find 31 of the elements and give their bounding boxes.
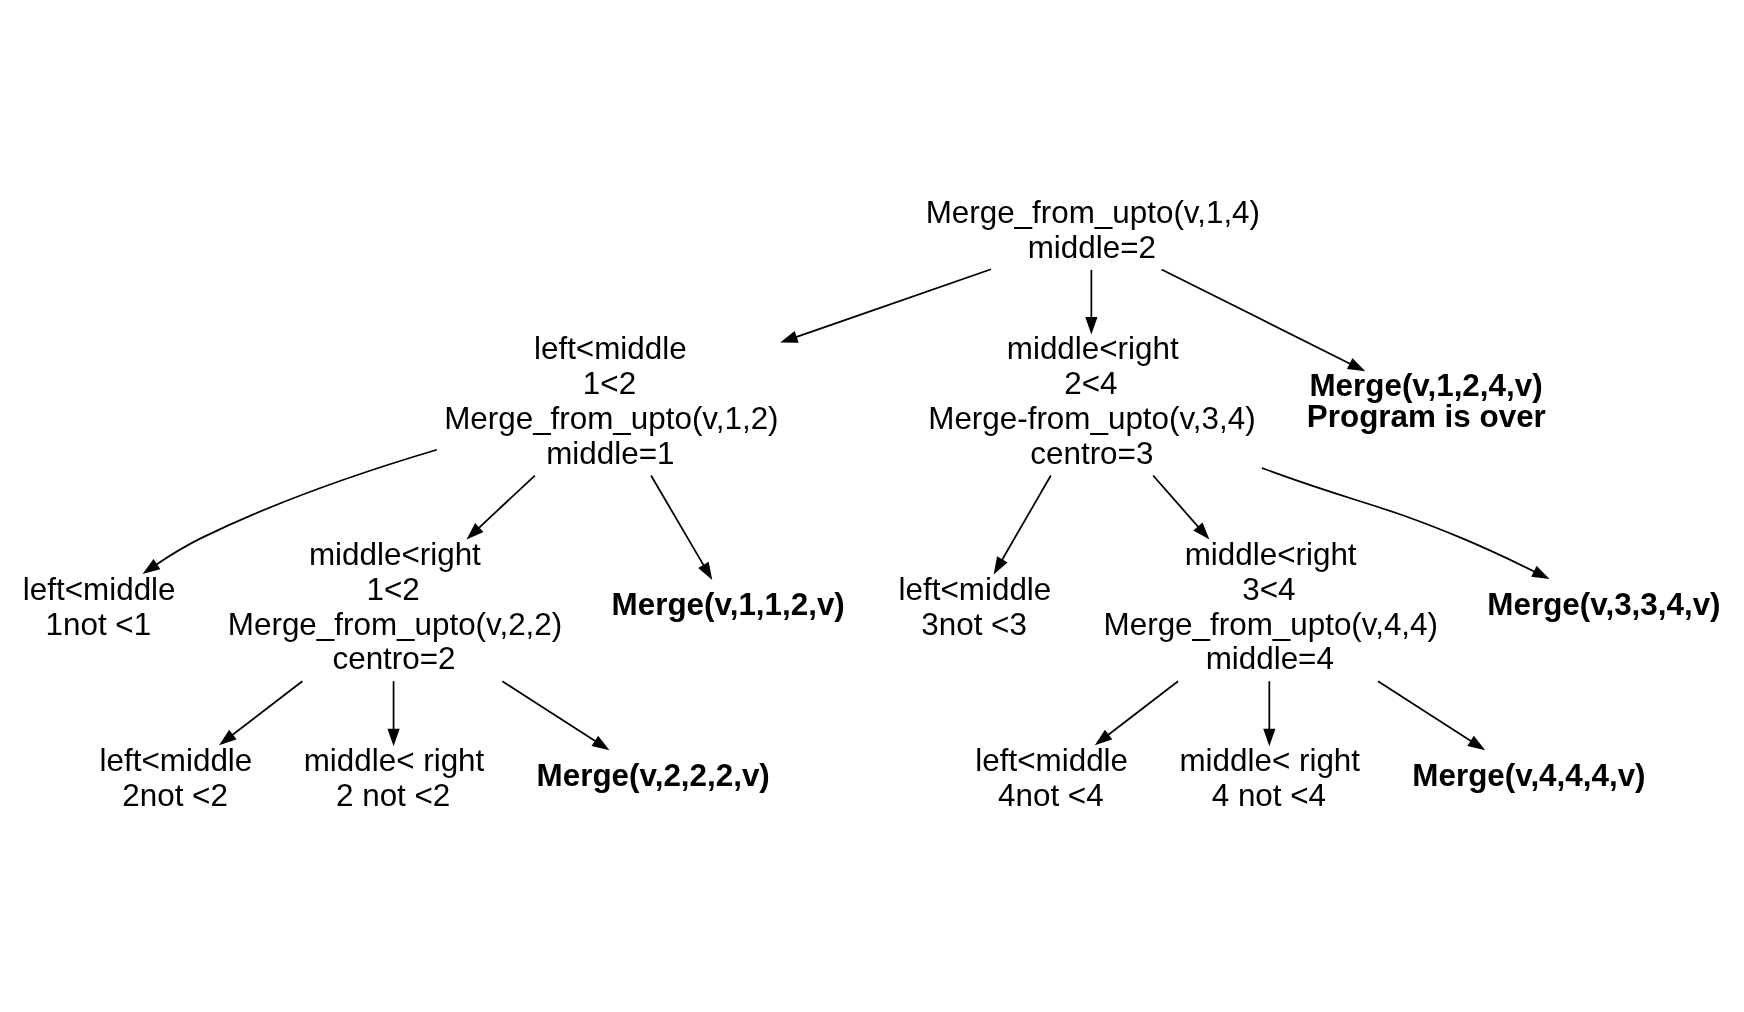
node-text: left<middle 1<2 Merge_from_upto(v,1,2) middle=1 [444,330,779,471]
node-text: middle< right 4 not <4 [1179,742,1361,813]
arrow [1263,679,1276,746]
arrow [501,679,610,750]
arrow [1152,474,1210,540]
node-text: Merge(v,1,2,4,v) Program is over [1306,367,1546,434]
node-text: middle<right 2<4 Merge-from_upto(v,3,4) centro=3 [928,330,1256,471]
node-text: left<middle 4not <4 [975,742,1129,813]
node-text: middle<right 1<2 Merge_from_upto(v,2,2) centro=2 [227,536,563,676]
node-text: left<middle 1not <1 [22,571,176,642]
arrow [650,474,713,580]
node-text: Merge(v,2,2,2,v) [536,757,770,793]
arrow [1085,268,1098,334]
node-text: middle<right 3<4 Merge_from_upto(v,4,4) middle=4 [1103,536,1438,676]
node-text: Merge_from_upto(v,1,4) middle=2 [925,194,1261,265]
arrow [387,679,400,746]
node-text: Merge(v,4,4,4,v) [1412,757,1646,793]
arrow [1260,466,1550,579]
arrow [1094,679,1179,745]
arrow [466,474,536,539]
node-text: left<middle 2not <2 [99,742,253,813]
node-text: middle< right 2 not <2 [303,742,485,813]
node-text: Merge(v,1,1,2,v) [611,586,845,622]
node-text: Merge(v,3,3,4,v) [1487,586,1721,622]
arrow [142,448,438,574]
arrow [1377,679,1486,750]
arrow [219,679,304,745]
arrow [780,267,992,343]
arrow [1160,268,1366,371]
node-text: left<middle 3not <3 [898,571,1052,642]
arrow [993,474,1052,575]
